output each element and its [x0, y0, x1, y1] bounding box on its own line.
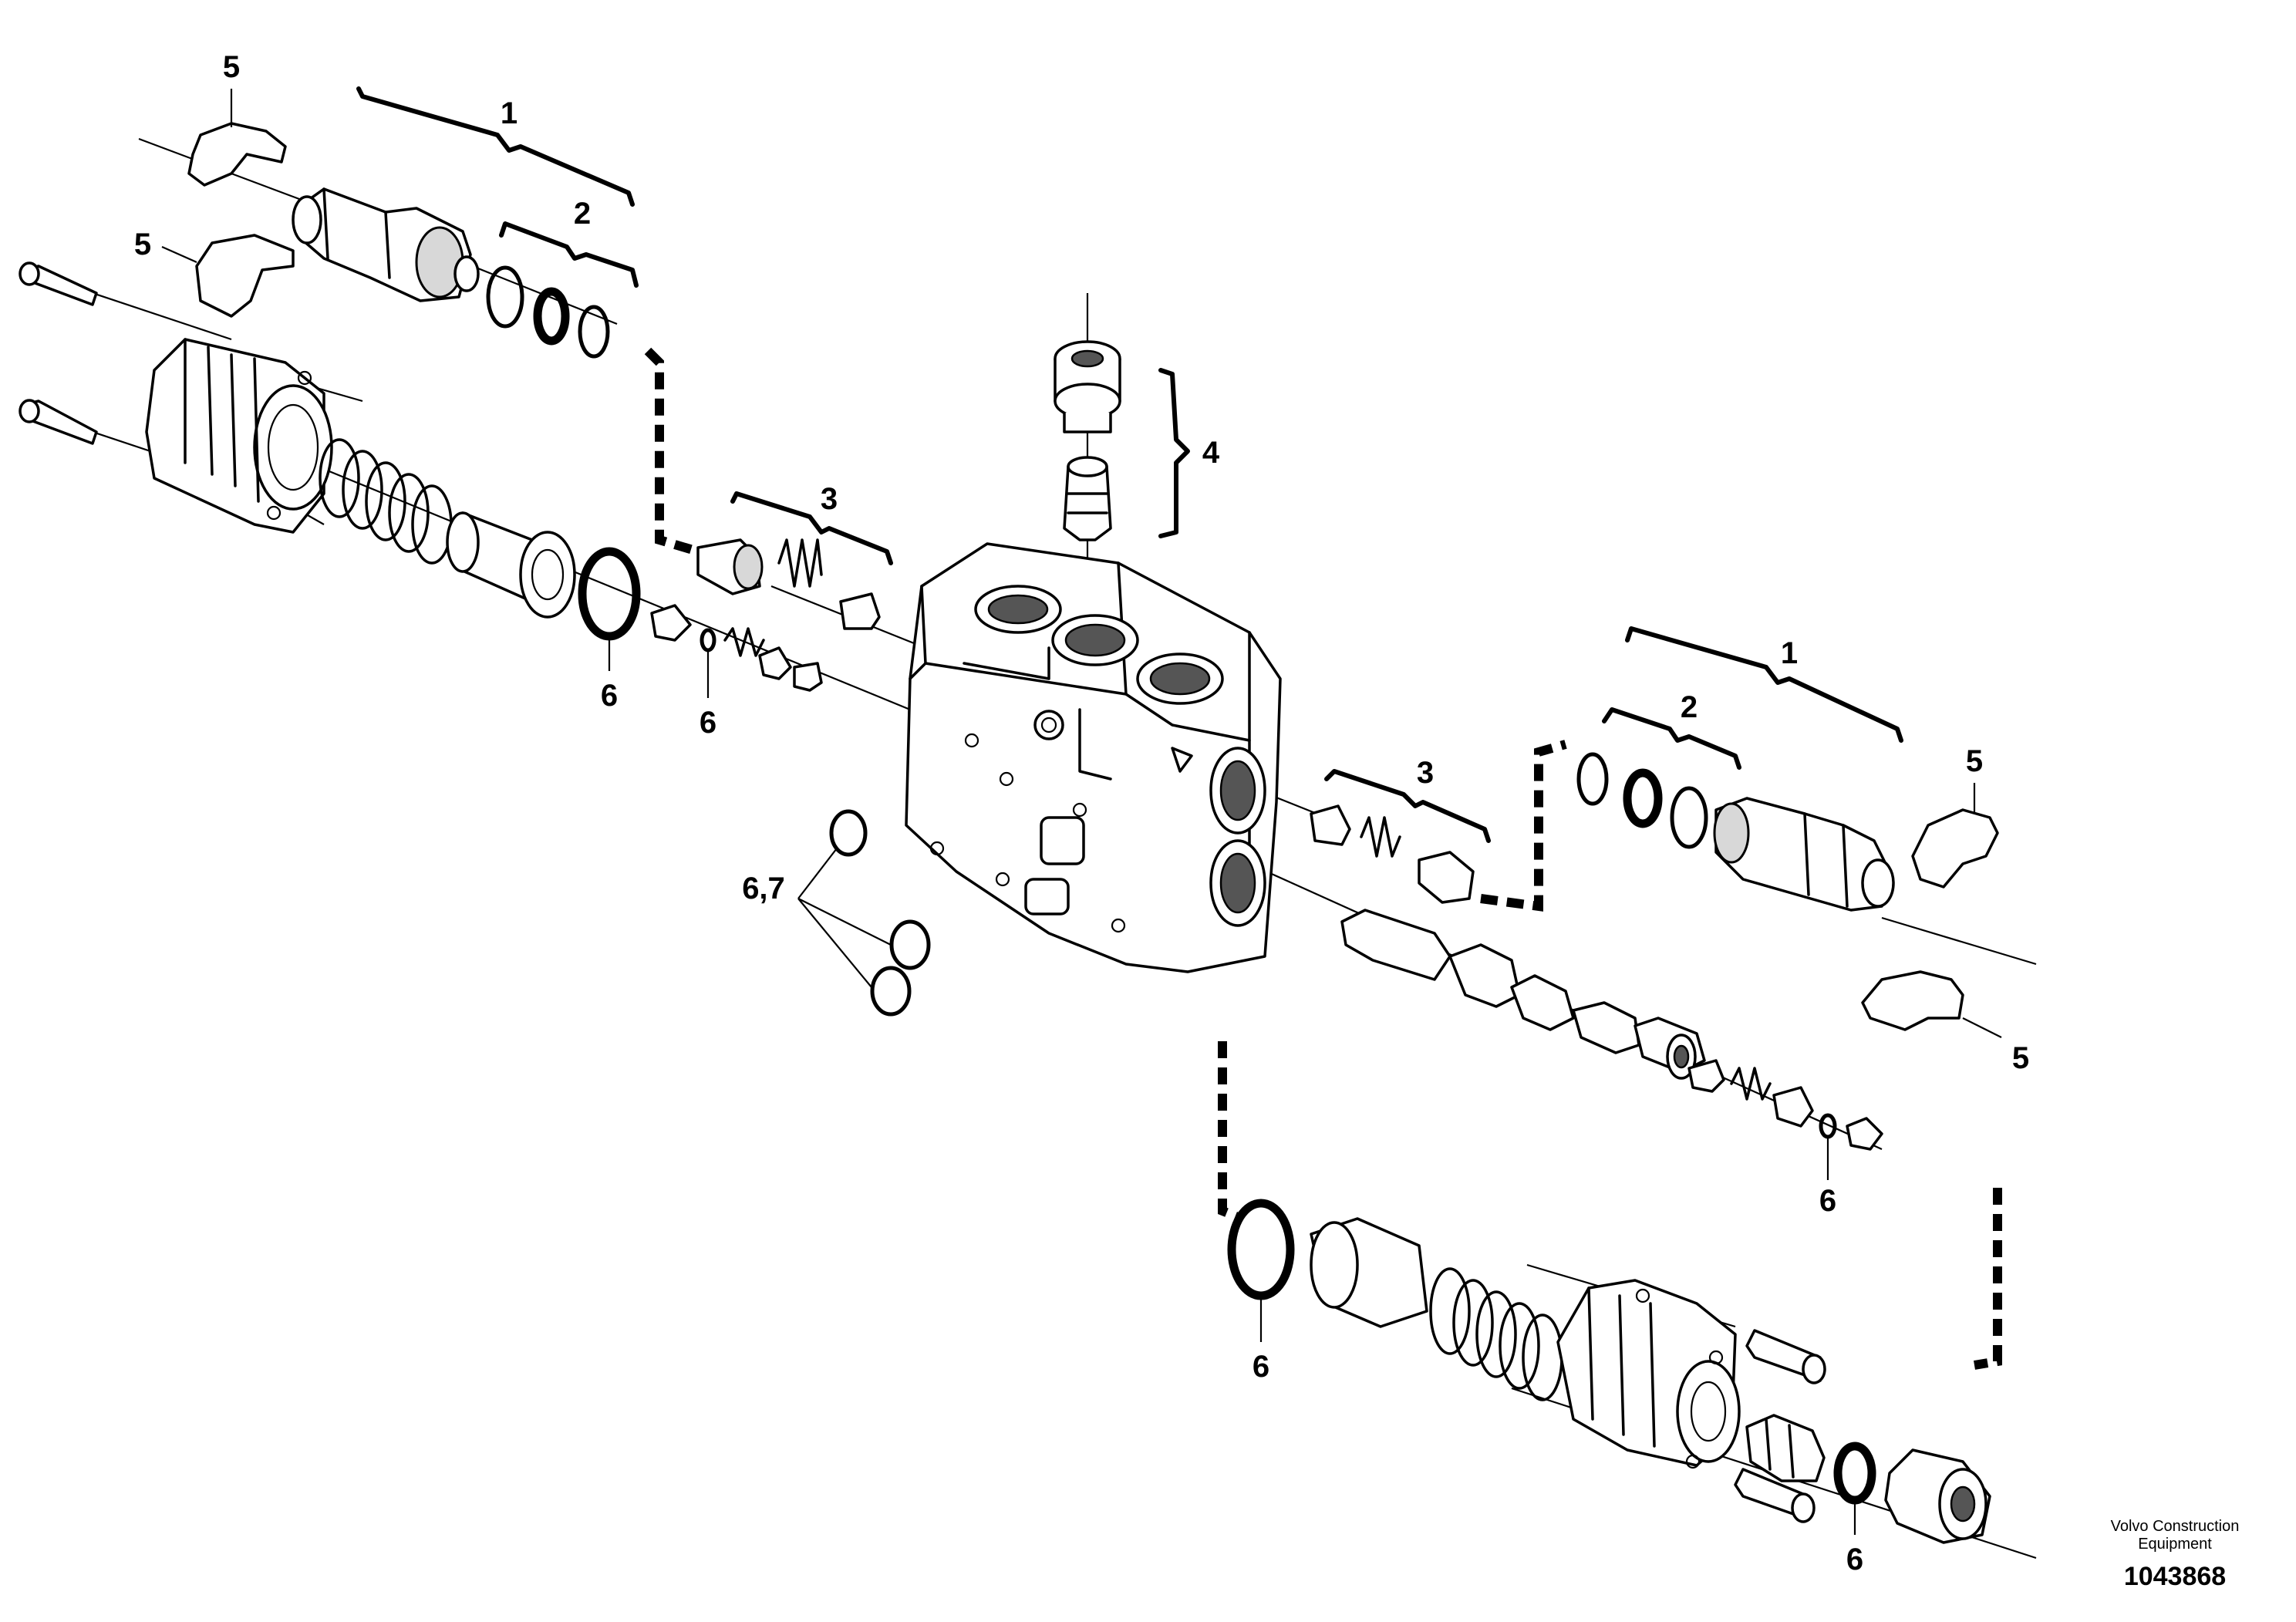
- callout-5-left: 5: [134, 228, 151, 261]
- right-spool: [1340, 909, 1706, 1080]
- callout-6-7: 6,7: [742, 872, 785, 905]
- center-plug: [1054, 340, 1121, 433]
- callout-6-right-a: 6: [1819, 1184, 1836, 1218]
- clip-right-a: [1911, 808, 1999, 889]
- callout-1-left: 1: [501, 96, 518, 130]
- lower-right-spring: [1429, 1267, 1563, 1401]
- lower-right-adjuster: [1745, 1414, 1826, 1482]
- valve-body: [905, 542, 1282, 973]
- orings-6-7: [797, 809, 931, 1017]
- left-end-cover: [145, 338, 333, 534]
- center-check-valve: [1063, 456, 1112, 541]
- callout-4: 4: [1202, 436, 1220, 470]
- top-left-cartridge: [292, 187, 480, 302]
- lower-right-spring-cup: [1310, 1217, 1428, 1328]
- callout-1-right: 1: [1781, 636, 1798, 670]
- lower-right-small-oring: [1833, 1442, 1876, 1505]
- callout-2-left: 2: [574, 197, 591, 231]
- callout-5-right-a: 5: [1966, 744, 1983, 778]
- brand-block: Volvo Construction Equipment 1043868: [2111, 1518, 2240, 1591]
- lower-right-screws: [1734, 1329, 1826, 1523]
- brand-line-2: Equipment: [2138, 1536, 2212, 1553]
- callout-labels: 5 1 2 5 4 3 6 6 6,7 1 2 3 5 5 6 6 6: [134, 50, 2029, 1576]
- lower-right-large-oring: [1227, 1199, 1295, 1300]
- callout-6-left-a: 6: [601, 679, 618, 713]
- brand-line-1: Volvo Construction: [2111, 1518, 2240, 1535]
- right-cartridge: [1713, 797, 1895, 912]
- left-spring: [319, 438, 453, 565]
- clip-top-left-a: [187, 122, 287, 187]
- callout-5-top: 5: [223, 50, 240, 84]
- right-small-valve-group: [1687, 1059, 1883, 1151]
- callout-5-right-b: 5: [2012, 1041, 2029, 1075]
- left-spring-cup: [446, 511, 576, 619]
- callout-leaders: [161, 89, 2002, 1535]
- left-plug-group-3: [696, 538, 881, 630]
- lower-right-cap-nut: [1884, 1448, 1991, 1544]
- callout-2-right: 2: [1681, 690, 1698, 724]
- clip-right-b: [1861, 970, 1964, 1031]
- document-number: 1043868: [2124, 1562, 2226, 1591]
- brackets: [356, 86, 1903, 843]
- right-orings-2: [1576, 752, 1708, 849]
- clip-top-left-b: [195, 234, 295, 318]
- left-small-valve-group: [650, 604, 823, 692]
- callout-6-left-b: 6: [700, 706, 716, 740]
- callout-3-right: 3: [1417, 756, 1434, 790]
- top-left-orings: [486, 265, 610, 359]
- callout-6-right-b: 6: [1253, 1350, 1269, 1384]
- left-screws: [19, 261, 98, 445]
- right-plug-group-3: [1310, 804, 1475, 904]
- lower-right-end-cover: [1556, 1279, 1741, 1469]
- dashed-connectors: [644, 347, 2002, 1370]
- callout-3-left: 3: [821, 482, 838, 516]
- callout-6-right-c: 6: [1846, 1543, 1863, 1576]
